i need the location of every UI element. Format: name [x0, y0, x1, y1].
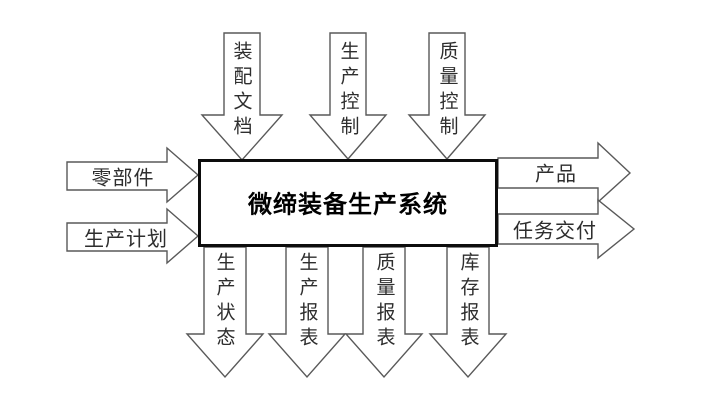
- arrow-input-quality-control: [407, 32, 487, 161]
- label-inventory-report: 库存报表: [457, 252, 480, 352]
- label-quality-report: 质量报表: [373, 252, 396, 352]
- arrow-input-assembly-docs: [200, 32, 284, 162]
- arrow-output-production-report: [267, 246, 347, 379]
- arrow-output-production-status: [185, 246, 265, 379]
- arrow-input-production-plan: [66, 207, 200, 265]
- arrow-output-inventory-report: [428, 246, 508, 379]
- label-quality-control: 质量控制: [436, 41, 459, 141]
- system-box: [198, 159, 498, 247]
- label-production-report: 生产报表: [296, 252, 319, 352]
- arrow-output-task-delivery: [497, 198, 636, 260]
- label-production-control: 生产控制: [337, 41, 360, 141]
- label-task-delivery: 任务交付: [513, 218, 597, 243]
- label-assembly-docs: 装配文档: [230, 41, 253, 141]
- arrow-output-quality-report: [344, 246, 424, 379]
- arrow-input-production-control: [308, 32, 388, 161]
- arrow-input-parts: [66, 146, 200, 204]
- label-parts: 零部件: [91, 165, 155, 190]
- label-product: 产品: [535, 161, 577, 186]
- arrow-output-product: [497, 141, 632, 204]
- label-production-plan: 生产计划: [84, 226, 168, 251]
- system-box-title: 微缔装备生产系统: [248, 190, 448, 219]
- label-production-status: 生产状态: [213, 252, 236, 352]
